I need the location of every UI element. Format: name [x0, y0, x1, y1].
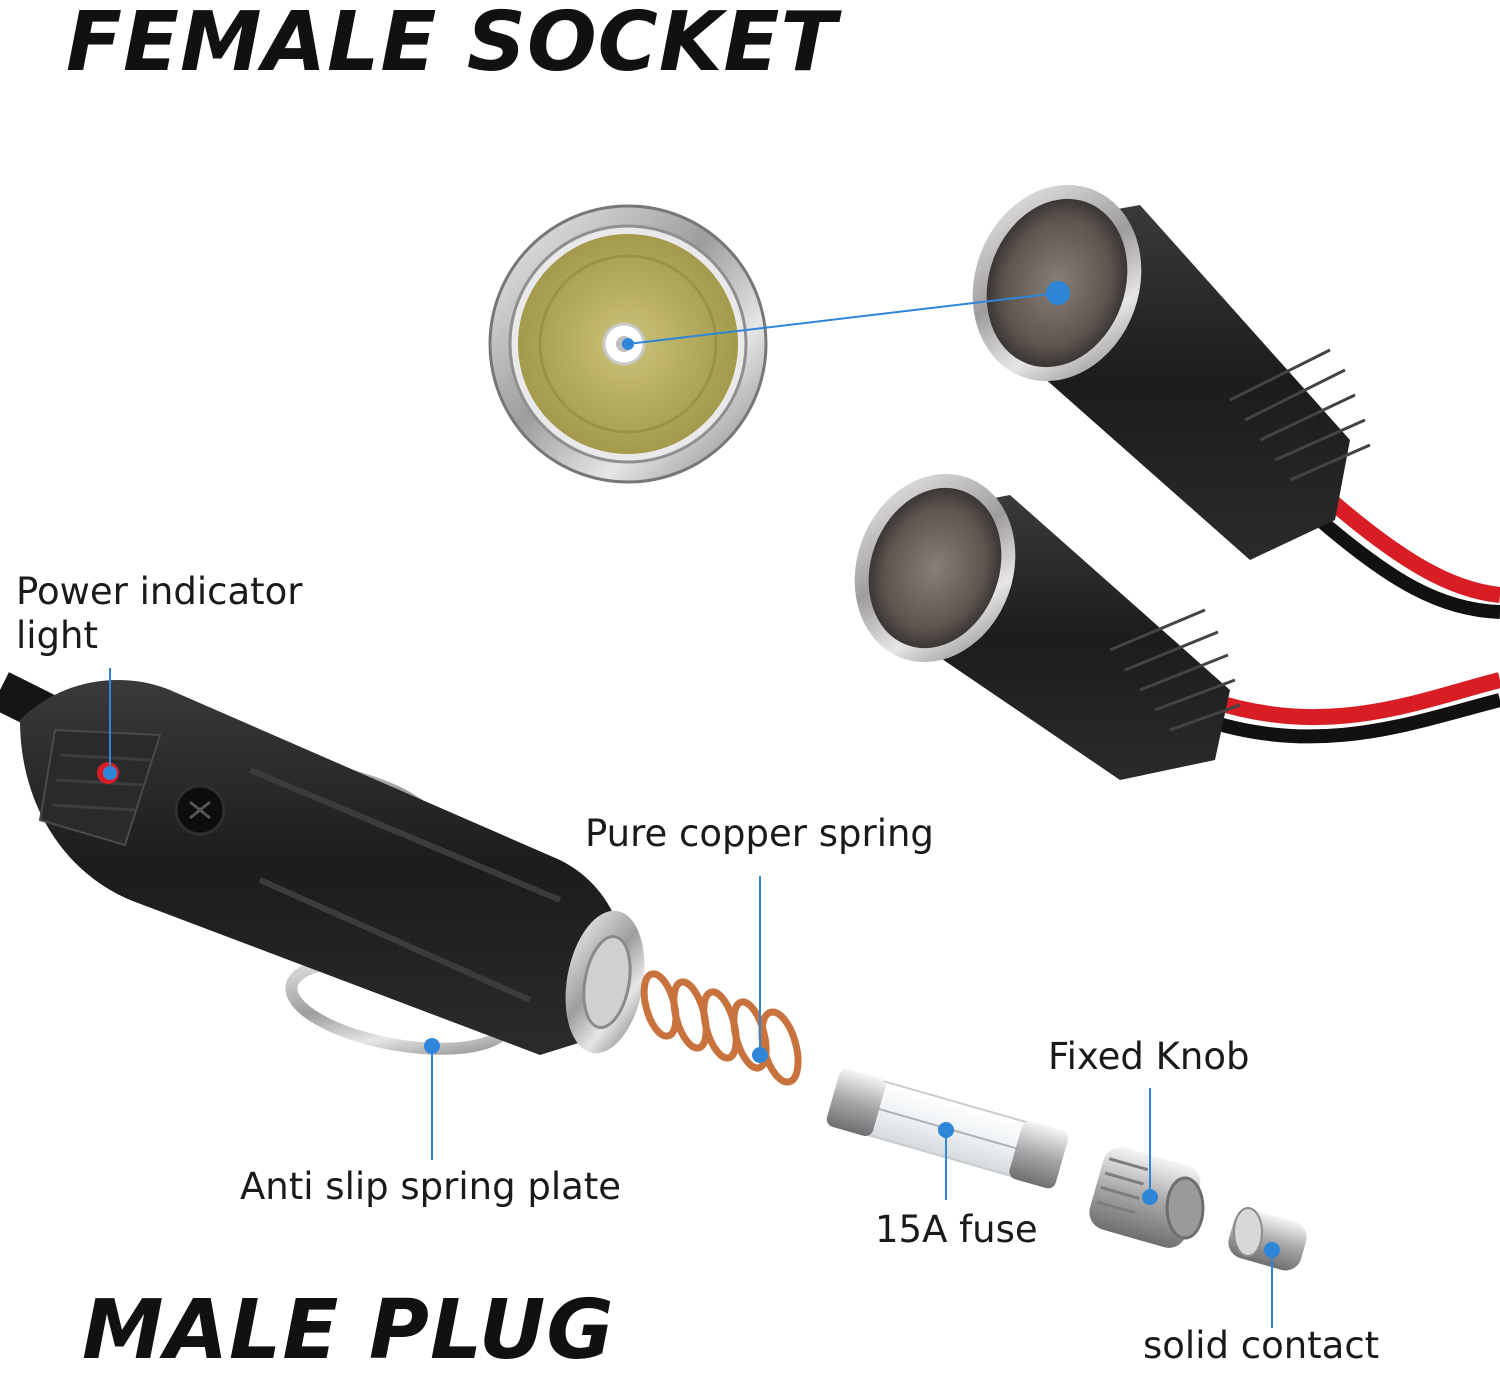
female-socket-title: FEMALE SOCKET [66, 0, 838, 90]
male-plug-title: MALE PLUG [82, 1283, 615, 1378]
female-socket-cable [854, 184, 1500, 780]
spring-plate-label: Anti slip spring plate [240, 1165, 622, 1208]
fixed-knob-label: Fixed Knob [1048, 1035, 1250, 1078]
copper-spring [640, 970, 802, 1086]
callouts [103, 281, 1280, 1328]
male-plug [0, 672, 645, 1055]
solid-contact [1228, 1207, 1307, 1271]
power-indicator-label: Power indicator light [16, 570, 303, 658]
solid-contact-label: solid contact [1143, 1324, 1380, 1367]
fuse-label: 15A fuse [875, 1208, 1038, 1251]
copper-spring-label: Pure copper spring [585, 812, 934, 855]
